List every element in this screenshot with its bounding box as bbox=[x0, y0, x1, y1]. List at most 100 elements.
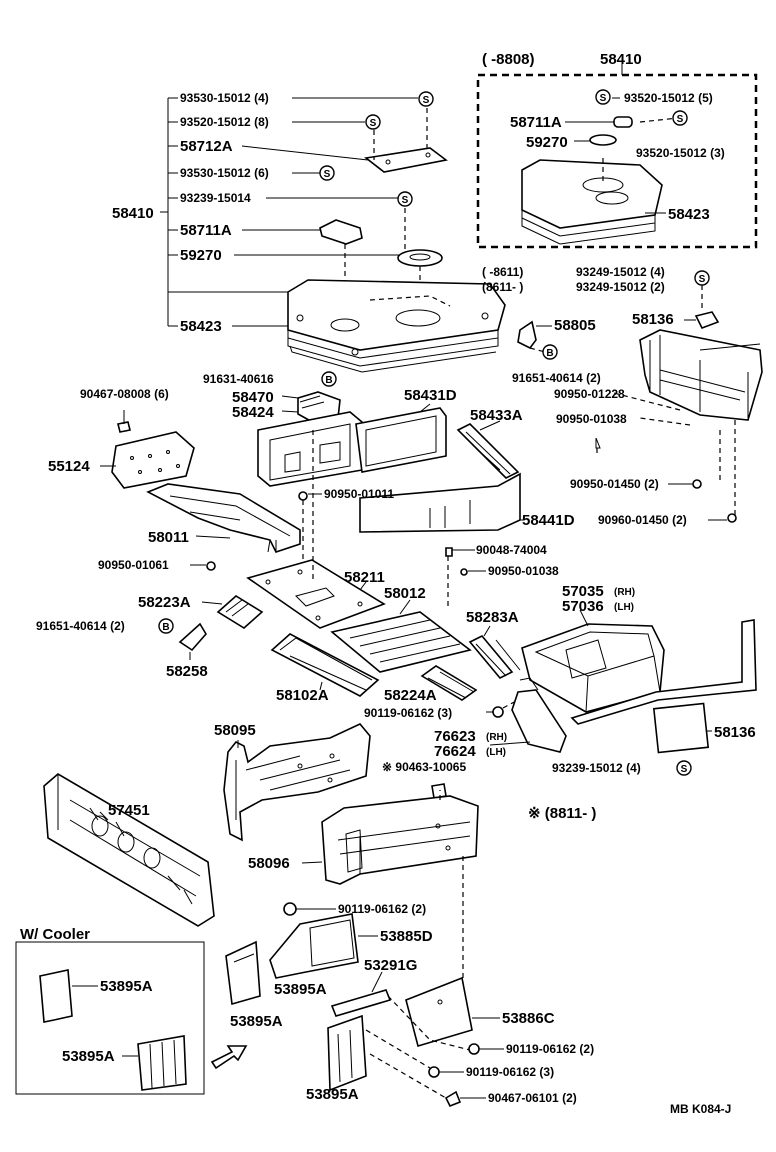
label-58136-top: 58136 bbox=[632, 311, 674, 328]
label-58433A: 58433A bbox=[470, 407, 523, 424]
label-93239-15014: 93239-15014 bbox=[180, 191, 251, 205]
pad-58711A bbox=[319, 219, 363, 245]
label-58011: 58011 bbox=[148, 529, 189, 546]
label-58423: 58423 bbox=[180, 318, 222, 335]
label-90960-01450: 90960-01450 (2) bbox=[598, 513, 687, 527]
label-53895A-mid: 53895A bbox=[274, 981, 327, 998]
label-58095: 58095 bbox=[214, 722, 256, 739]
panel-58011 bbox=[146, 483, 301, 553]
cover-58431D bbox=[355, 407, 447, 473]
marker-s-icon: S bbox=[595, 89, 611, 105]
marker-s-icon: S bbox=[365, 114, 381, 130]
label-58711A: 58711A bbox=[180, 222, 232, 239]
label-diagram-code: MB K084-J bbox=[670, 1102, 731, 1116]
ring-59270 bbox=[397, 249, 443, 267]
label-58102A: 58102A bbox=[276, 687, 329, 704]
label-58441D: 58441D bbox=[522, 512, 575, 529]
inset-tray bbox=[521, 159, 663, 229]
label-93249-2: 93249-15012 (2) bbox=[576, 280, 665, 294]
label-90950-01038a: 90950-01038 bbox=[556, 412, 627, 426]
bracket-58258 bbox=[178, 622, 207, 652]
label-91651-2a: 91651-40614 (2) bbox=[512, 371, 601, 385]
label-93239-4: 93239-15012 (4) bbox=[552, 761, 641, 775]
label-58805: 58805 bbox=[554, 317, 596, 334]
label-90463-10065: ※ 90463-10065 bbox=[382, 760, 466, 774]
bolt-90467-06101 bbox=[444, 1090, 462, 1108]
label-rh-1: (RH) bbox=[614, 587, 635, 598]
panel-53895A-bottom bbox=[327, 1014, 367, 1092]
label-57035: 57035 bbox=[562, 583, 604, 600]
panel-53886C bbox=[405, 976, 473, 1048]
marker-b-icon: B bbox=[542, 344, 558, 360]
label-90119-2b: 90119-06162 (2) bbox=[506, 1042, 594, 1056]
label-93520-5: 93520-15012 (5) bbox=[624, 91, 713, 105]
rail-58102A bbox=[270, 633, 380, 697]
label-range-8611a: ( -8611) bbox=[482, 265, 523, 279]
svg-text:S: S bbox=[370, 118, 377, 129]
label-90950-01011: 90950-01011 bbox=[324, 487, 394, 501]
label-90950-01038b: 90950-01038 bbox=[488, 564, 559, 578]
label-58096: 58096 bbox=[248, 855, 290, 872]
label-w-cooler: W/ Cooler bbox=[20, 926, 90, 943]
label-53886C: 53886C bbox=[502, 1010, 555, 1027]
svg-text:S: S bbox=[402, 195, 409, 206]
label-lh-1: (LH) bbox=[614, 602, 634, 613]
label-58283A: 58283A bbox=[466, 609, 519, 626]
label-90119-3b: 90119-06162 (3) bbox=[466, 1065, 554, 1079]
label-58431D: 58431D bbox=[404, 387, 457, 404]
label-58012: 58012 bbox=[384, 585, 426, 602]
label-55124: 55124 bbox=[48, 458, 90, 475]
label-53895A-cooler-2: 53895A bbox=[62, 1048, 115, 1065]
label-76624: 76624 bbox=[434, 743, 476, 760]
marker-s-icon: S bbox=[694, 270, 710, 286]
label-53895A-left: 53895A bbox=[230, 1013, 283, 1030]
clip-58136 bbox=[694, 311, 720, 330]
screw-90119-2b bbox=[468, 1043, 480, 1055]
svg-text:B: B bbox=[546, 348, 553, 359]
panel-55124 bbox=[111, 431, 195, 489]
strip-53291G bbox=[330, 989, 392, 1017]
screw-90119-3b bbox=[428, 1066, 440, 1078]
label-58211: 58211 bbox=[344, 569, 385, 586]
svg-text:S: S bbox=[681, 764, 688, 775]
label-58258: 58258 bbox=[166, 663, 208, 680]
label-58136-bottom: 58136 bbox=[714, 724, 756, 741]
panel-58095 bbox=[223, 723, 371, 842]
clip-90048 bbox=[445, 547, 453, 557]
svg-text:S: S bbox=[600, 93, 607, 104]
label-53885D: 53885D bbox=[380, 928, 433, 945]
cover-58424 bbox=[257, 411, 363, 487]
label-58423-inset: 58423 bbox=[668, 206, 710, 223]
label-53895A-cooler-1: 53895A bbox=[100, 978, 153, 995]
label-lh-2: (LH) bbox=[486, 747, 506, 758]
label-93520-8: 93520-15012 (8) bbox=[180, 115, 269, 129]
svg-text:S: S bbox=[677, 114, 684, 125]
label-59270-inset: 59270 bbox=[526, 134, 568, 151]
label-76623: 76623 bbox=[434, 728, 476, 745]
label-90467-08008: 90467-08008 (6) bbox=[80, 387, 169, 401]
label-58424: 58424 bbox=[232, 404, 274, 421]
label-53895A-bottom: 53895A bbox=[306, 1086, 359, 1103]
label-90950-01228: 90950-01228 bbox=[554, 387, 625, 401]
label-90467-06101: 90467-06101 (2) bbox=[488, 1091, 577, 1105]
label-8811: ※ (8811- ) bbox=[528, 805, 596, 822]
tray-58423 bbox=[287, 279, 506, 351]
svg-text:S: S bbox=[423, 95, 430, 106]
cooler-box bbox=[15, 941, 205, 1095]
labels: ( -8808) 58410 93520-15012 (5) 58711A 59… bbox=[20, 51, 756, 1116]
label-93249-4: 93249-15012 (4) bbox=[576, 265, 665, 279]
label-range-8808: ( -8808) bbox=[482, 51, 535, 68]
label-58470: 58470 bbox=[232, 389, 274, 406]
plate-58712A bbox=[364, 147, 448, 173]
crossmember-57451 bbox=[43, 773, 215, 927]
panel-76623 bbox=[511, 689, 567, 753]
inset-group bbox=[476, 59, 758, 249]
label-91651-2b: 91651-40614 (2) bbox=[36, 619, 125, 633]
frame-side-right bbox=[570, 619, 757, 725]
inset-59270-ring bbox=[589, 134, 617, 146]
rail-58224A bbox=[420, 665, 478, 701]
cooler-panel-1 bbox=[39, 969, 73, 1023]
label-90950-01450: 90950-01450 (2) bbox=[570, 477, 659, 491]
label-90048-74004: 90048-74004 bbox=[476, 543, 547, 557]
